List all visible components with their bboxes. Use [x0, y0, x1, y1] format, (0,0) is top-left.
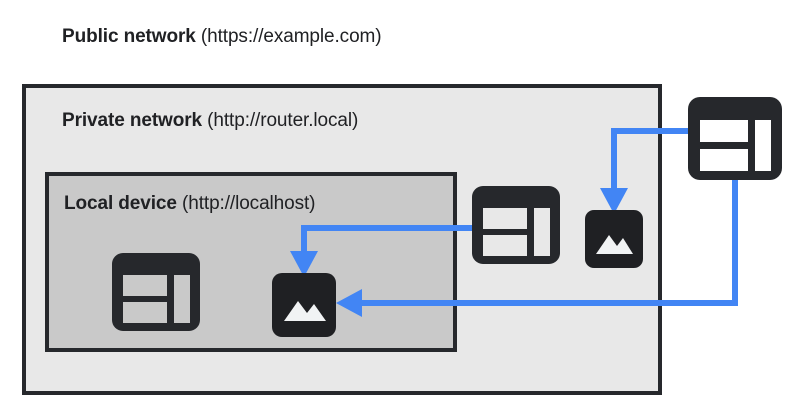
browser-window-icon [472, 186, 560, 264]
public-network-label: Public network (https://example.com) [62, 26, 382, 47]
local-device-label: Local device (http://localhost) [64, 193, 316, 214]
public-network-label-name: Public network [62, 26, 196, 47]
image-icon [272, 273, 336, 337]
browser-window-icon [688, 97, 782, 180]
private-network-label: Private network (http://router.local) [62, 111, 358, 130]
browser-window-icon [112, 253, 200, 331]
private-network-label-name: Private network [62, 110, 202, 131]
public-network-label-origin: (https://example.com) [195, 26, 382, 47]
private-network-label-origin: (http://router.local) [202, 110, 359, 131]
local-device-label-name: Local device [64, 193, 177, 214]
image-icon [585, 210, 643, 268]
local-device-label-origin: (http://localhost) [176, 193, 316, 214]
